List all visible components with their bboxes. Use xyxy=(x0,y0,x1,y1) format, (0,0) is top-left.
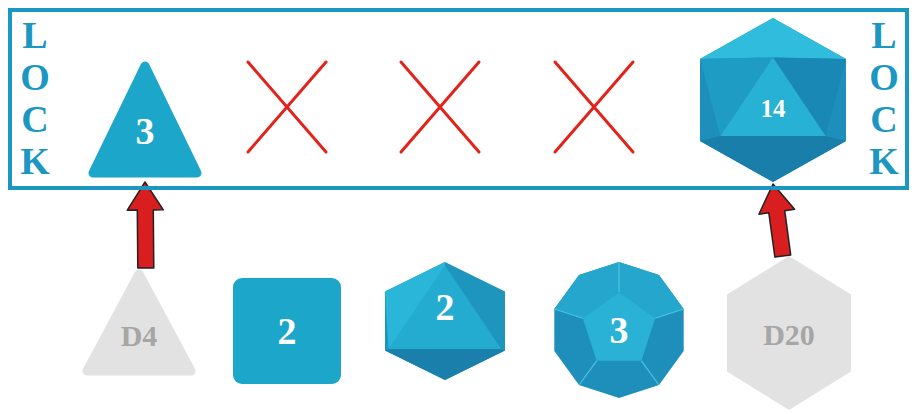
lock-band: LOCK LOCK 3 14 xyxy=(8,8,909,190)
triangle-outline xyxy=(93,66,197,173)
square-outline xyxy=(233,278,341,384)
die-edge xyxy=(641,361,659,385)
cross-line xyxy=(401,62,479,152)
die-value: 3 xyxy=(610,311,629,349)
cross-line xyxy=(248,62,326,152)
red-arrow xyxy=(127,182,163,268)
hexagon-outline xyxy=(700,18,846,182)
d12-die: 3 xyxy=(550,262,688,398)
cross-line xyxy=(555,62,633,152)
die-edges xyxy=(554,262,683,385)
d4-die: 3 xyxy=(88,60,202,178)
d8-die: 2 xyxy=(385,262,505,380)
die-value: 14 xyxy=(761,96,786,121)
die-value: D20 xyxy=(763,320,815,350)
die-edge xyxy=(579,361,597,385)
die-edge xyxy=(554,309,582,318)
die-face xyxy=(389,266,502,350)
decagon-outline xyxy=(554,262,683,398)
d4-placeholder: D4 xyxy=(82,268,196,376)
die-value: D4 xyxy=(121,321,158,351)
hexagon-outline xyxy=(727,256,851,410)
cross-line xyxy=(555,62,633,152)
lock-label: LOCK xyxy=(16,15,54,182)
cross-line xyxy=(248,62,326,152)
hexagon-outline xyxy=(385,262,505,380)
red-arrow xyxy=(759,184,795,257)
die-face xyxy=(700,136,846,182)
die-face xyxy=(720,57,825,136)
die-face xyxy=(385,349,505,380)
die-edge xyxy=(618,262,619,292)
cross-line xyxy=(401,62,479,152)
die-face xyxy=(700,18,846,59)
die-value: 2 xyxy=(436,288,455,326)
die-value: 3 xyxy=(136,112,155,150)
lock-label: LOCK xyxy=(865,15,903,182)
d20-placeholder: D20 xyxy=(727,256,851,410)
die-face xyxy=(583,292,655,361)
d20-die: 14 xyxy=(700,18,846,182)
triangle-outline xyxy=(87,274,191,371)
die-edge xyxy=(655,309,683,318)
d6-die: 2 xyxy=(233,278,341,384)
die-value: 2 xyxy=(278,312,297,350)
